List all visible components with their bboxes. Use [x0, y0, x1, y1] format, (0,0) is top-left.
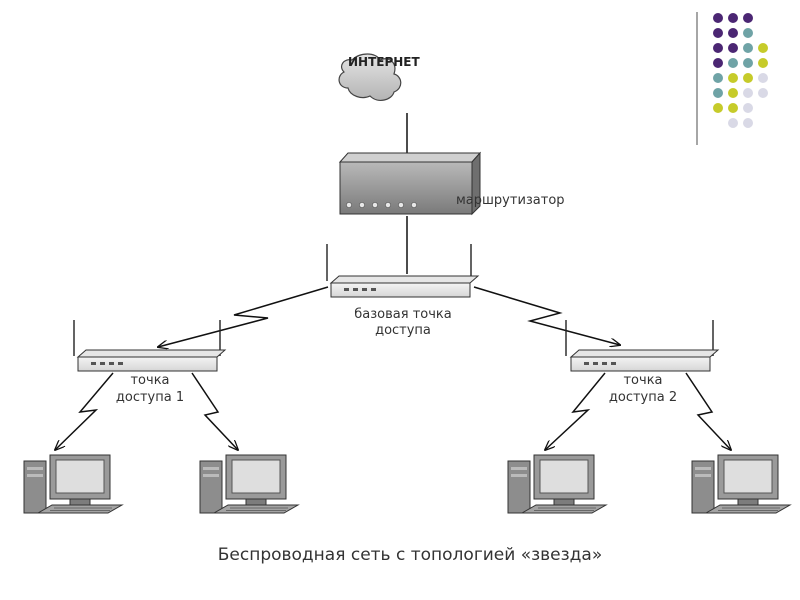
decorative-dot [728, 73, 738, 83]
computer-1-icon [23, 454, 123, 514]
internet-cloud-icon [338, 53, 402, 101]
wireless-link-ap2-pc4 [685, 372, 731, 450]
decorative-dot [713, 28, 723, 38]
decorative-dot [728, 58, 738, 68]
access-point-2-label-line1: точка [623, 373, 662, 388]
decorative-dot [743, 28, 753, 38]
base-access-point-label-line2: доступа [375, 323, 431, 338]
decorative-dot [728, 88, 738, 98]
router-label: маршрутизатор [456, 193, 565, 208]
wireless-link-base-ap2 [473, 286, 620, 345]
wireless-link-base-ap1 [158, 286, 329, 347]
access-point-1-label-line2: доступа 1 [116, 390, 184, 405]
decorative-dot [713, 73, 723, 83]
decorative-dot [743, 118, 753, 128]
computer-4-icon [691, 454, 791, 514]
wireless-link-ap2-pc3 [545, 372, 606, 450]
decorative-dot [713, 58, 723, 68]
decorative-dot [758, 43, 768, 53]
decorative-dot [713, 13, 723, 23]
decorative-dot [758, 73, 768, 83]
decorative-dot-grid [696, 12, 768, 145]
decorative-dot [728, 13, 738, 23]
internet-label: ИНТЕРНЕТ [348, 55, 421, 69]
access-point-1-icon [73, 320, 227, 372]
diagram-caption: Беспроводная сеть с топологией «звезда» [218, 545, 603, 565]
decorative-dot [713, 43, 723, 53]
decorative-dot [728, 28, 738, 38]
decorative-dot [728, 43, 738, 53]
decorative-dot [743, 73, 753, 83]
decorative-dot [758, 88, 768, 98]
computer-2-icon [199, 454, 299, 514]
router-icon [338, 151, 482, 216]
decorative-dot [713, 88, 723, 98]
wireless-link-ap1-pc2 [191, 372, 238, 450]
base-access-point-icon [326, 244, 480, 298]
decorative-dot [743, 58, 753, 68]
computer-3-icon [507, 454, 607, 514]
base-access-point-label-line1: базовая точка [354, 307, 451, 322]
access-point-2-icon [565, 320, 720, 372]
decorative-dot [713, 103, 723, 113]
decorative-dot [743, 103, 753, 113]
decorative-dot [758, 58, 768, 68]
access-point-1-label-line1: точка [130, 373, 169, 388]
access-point-2-label-line2: доступа 2 [609, 390, 677, 405]
decorative-dot [743, 88, 753, 98]
decorative-dot [743, 13, 753, 23]
decorative-dot [728, 103, 738, 113]
wireless-link-ap1-pc1 [55, 372, 114, 450]
decorative-dot [743, 43, 753, 53]
decorative-dot [728, 118, 738, 128]
